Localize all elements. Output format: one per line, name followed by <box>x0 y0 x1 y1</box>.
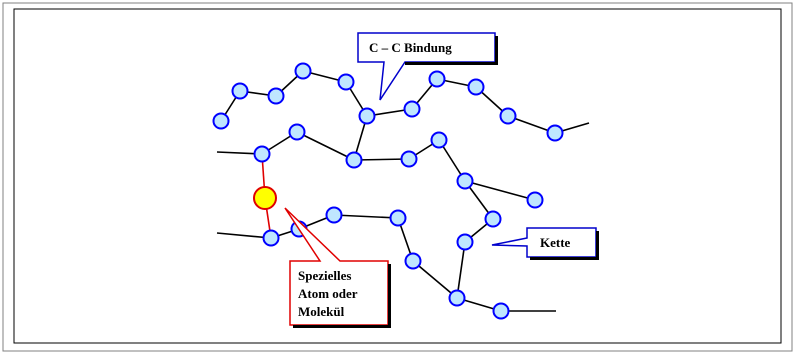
special-callout: Spezielles Atom oder Molekül <box>284 207 391 328</box>
atom <box>430 131 448 149</box>
chain-callout: Kette <box>491 227 599 260</box>
chain-callout-shadow <box>596 231 599 260</box>
atom <box>358 107 376 125</box>
bond <box>216 232 272 239</box>
atom <box>492 302 510 320</box>
chain-callout-shadow-bottom <box>530 257 599 260</box>
bond <box>456 241 466 299</box>
chain-callout-label: Kette <box>540 235 571 250</box>
bond-callout: C – C Bindung <box>357 32 498 101</box>
bond <box>412 260 458 299</box>
bond <box>333 214 399 219</box>
atom <box>499 107 517 125</box>
atom <box>484 210 502 228</box>
bond <box>464 180 536 201</box>
atom <box>546 124 564 142</box>
special-atom <box>253 186 277 210</box>
bond <box>353 158 410 161</box>
atom <box>345 151 363 169</box>
bond <box>296 131 355 161</box>
atom <box>403 100 421 118</box>
special-callout-line2: Atom oder <box>298 286 358 301</box>
atom <box>448 289 466 307</box>
atom <box>404 252 422 270</box>
atoms <box>212 62 564 320</box>
bond-callout-shadow <box>495 36 498 65</box>
bond-callout-shadow-bottom <box>405 62 498 65</box>
atom <box>456 172 474 190</box>
atom <box>212 112 230 130</box>
atom <box>294 62 312 80</box>
special-callout-shadow-bottom <box>293 325 391 328</box>
atom <box>526 191 544 209</box>
atom <box>267 87 285 105</box>
atom <box>428 70 446 88</box>
special-callout-line3: Molekül <box>298 304 345 319</box>
atom <box>253 145 271 163</box>
special-callout-line1: Spezielles <box>298 268 351 283</box>
atom <box>325 206 343 224</box>
atom <box>467 78 485 96</box>
atom <box>262 229 280 247</box>
atom <box>288 123 306 141</box>
bond-callout-label: C – C Bindung <box>369 40 452 55</box>
atom <box>456 233 474 251</box>
special-callout-shadow <box>388 264 391 328</box>
atom <box>389 209 407 227</box>
atom <box>231 82 249 100</box>
atom <box>337 73 355 91</box>
atom <box>400 150 418 168</box>
